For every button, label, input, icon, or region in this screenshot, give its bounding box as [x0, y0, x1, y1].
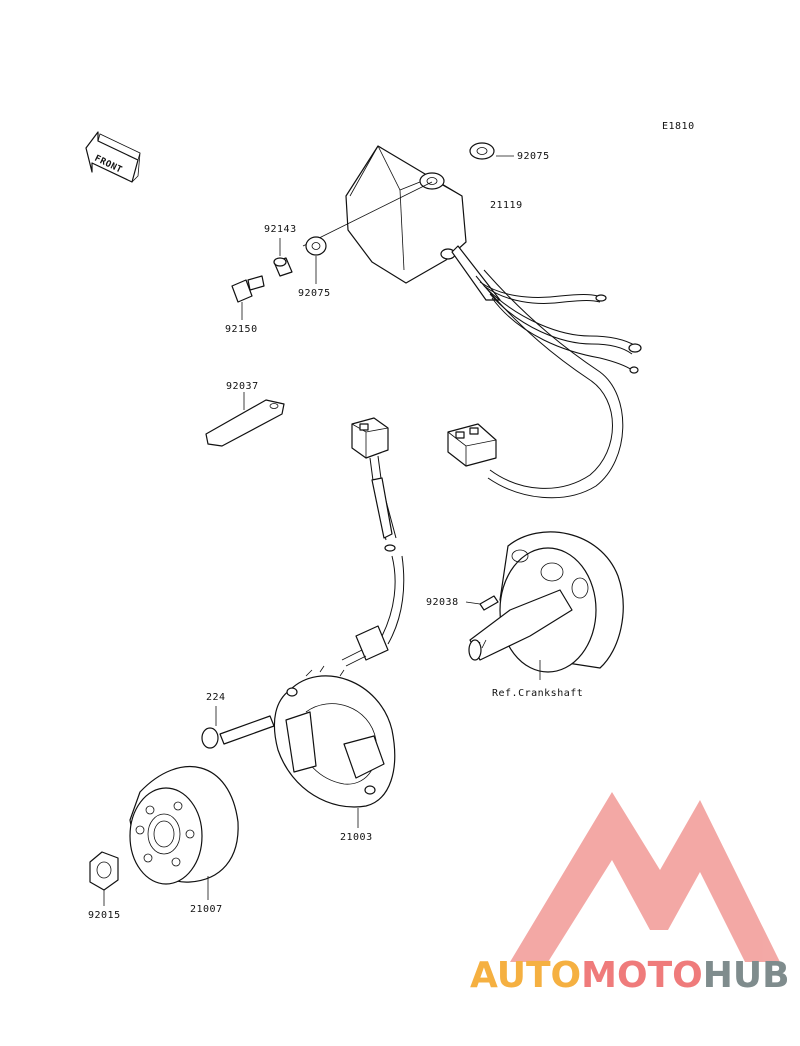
- crankshaft-reference: [468, 531, 624, 680]
- watermark-text-hub: HUB: [702, 955, 790, 996]
- stator-wiring: [341, 417, 405, 667]
- cdi-unit-21119: [345, 145, 642, 499]
- part-number-92150: 92150: [225, 324, 258, 335]
- part-number-92143: 92143: [264, 224, 297, 235]
- watermark-logo-icon: [510, 792, 780, 962]
- part-number-92015: 92015: [88, 910, 121, 921]
- part-number-92075-top: 92075: [517, 151, 550, 162]
- washer-92075-top: [469, 142, 495, 160]
- watermark-text-moto: MOTO: [581, 955, 703, 996]
- watermark-brand-text: AUTOMOTOHUB: [470, 958, 796, 994]
- part-number-92075-bottom: 92075: [298, 288, 331, 299]
- part-number-224: 224: [206, 692, 226, 703]
- part-number-21007: 21007: [190, 904, 223, 915]
- part-number-92038: 92038: [426, 597, 459, 608]
- part-number-92037: 92037: [226, 381, 259, 392]
- part-number-21003: 21003: [340, 832, 373, 843]
- clamp-92037: [205, 392, 285, 447]
- diagram-code: E1810: [662, 121, 695, 132]
- reference-crankshaft-label: Ref.Crankshaft: [492, 688, 583, 699]
- bolt-92150: [231, 275, 265, 320]
- woodruff-key-92038: [465, 595, 499, 611]
- watermark-text-auto: AUTO: [470, 955, 582, 996]
- front-direction-arrow-icon: FRONT: [85, 131, 141, 183]
- flywheel-21007: [129, 766, 239, 900]
- washer-92075-bottom: [305, 236, 327, 284]
- nut-92015: [89, 851, 119, 906]
- screw-224: [201, 706, 275, 749]
- collar-92143: [273, 238, 293, 277]
- stator-21003: [273, 665, 396, 828]
- part-number-21119: 21119: [490, 200, 523, 211]
